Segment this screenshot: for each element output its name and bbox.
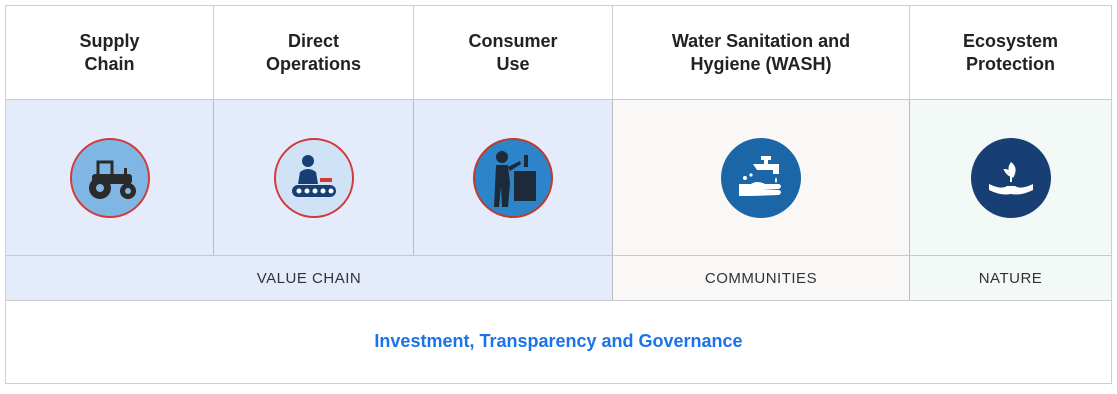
- conveyor-worker-icon: [273, 137, 354, 218]
- header-line: Hygiene (WASH): [690, 53, 832, 74]
- icon-cell-consumer-use: [414, 100, 613, 255]
- icon-cell-supply-chain: [6, 100, 214, 255]
- icon-cell-ecosystem-protection: [910, 100, 1111, 255]
- header-line: Use: [496, 53, 530, 74]
- footer-investment-governance: Investment, Transparency and Governance: [374, 331, 743, 351]
- handwashing-tap-icon: [721, 137, 801, 218]
- category-nature: NATURE: [910, 256, 1111, 300]
- header-line: Protection: [965, 53, 1055, 74]
- header-line: Ecosystem: [962, 30, 1059, 51]
- header-line: Supply: [79, 30, 140, 51]
- category-communities: COMMUNITIES: [613, 256, 910, 300]
- header-line: Direct: [287, 30, 340, 51]
- header-line: Consumer: [468, 30, 558, 51]
- category-value-chain: VALUE CHAIN: [6, 256, 613, 300]
- category-row: VALUE CHAIN COMMUNITIES NATURE: [6, 255, 1111, 301]
- header-line: Operations: [265, 53, 362, 74]
- header-line: Water Sanitation and: [671, 30, 851, 51]
- icon-cell-direct-operations: [214, 100, 414, 255]
- plant-in-hand-icon: [970, 137, 1051, 218]
- icon-cell-wash: [613, 100, 910, 255]
- header-line: Chain: [84, 53, 135, 74]
- person-at-sink-icon: [473, 137, 553, 218]
- icon-row: [6, 99, 1111, 256]
- tractor-icon: [69, 137, 150, 218]
